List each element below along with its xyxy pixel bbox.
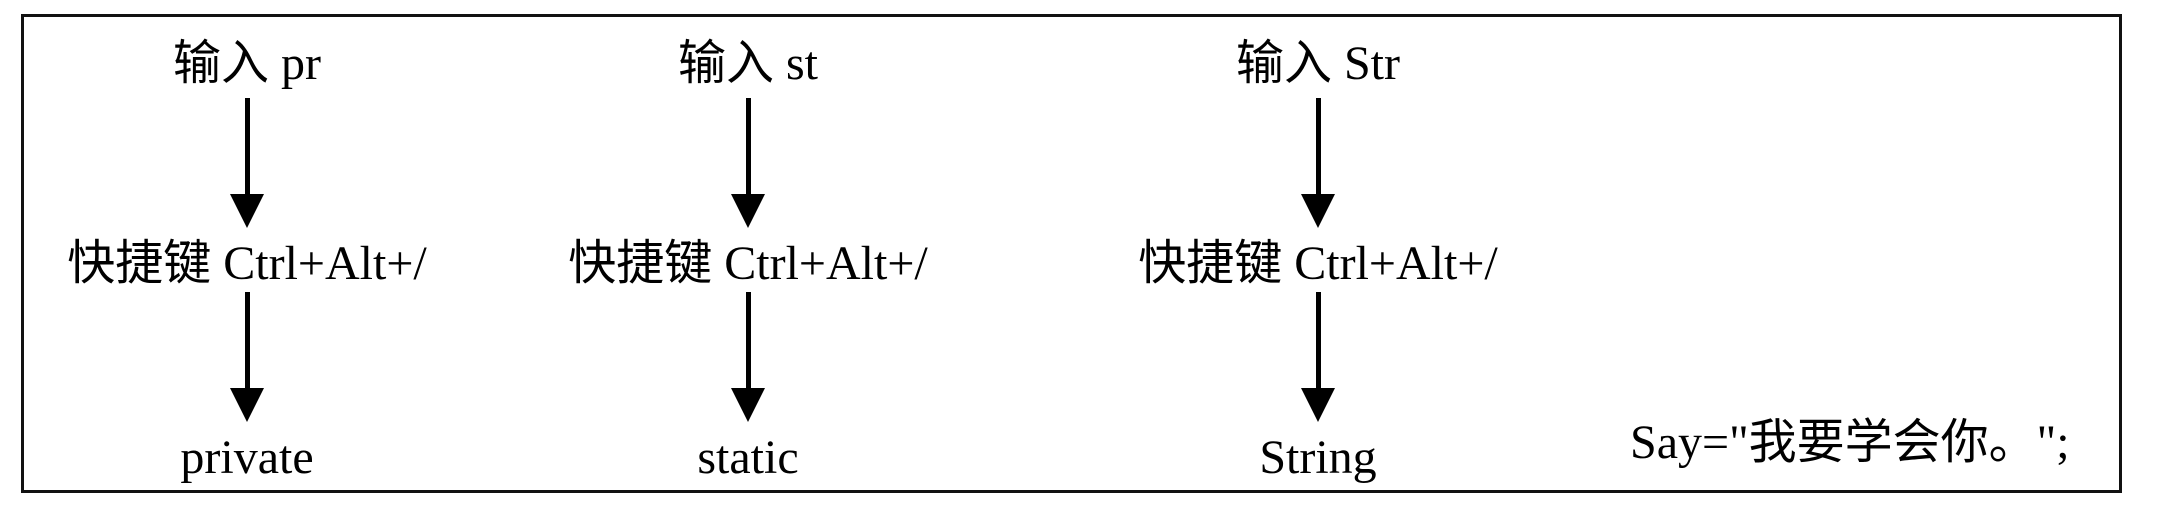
column-1-shortcut: 快捷键 Ctrl+Alt+/ [67, 237, 427, 290]
column-2-input: 输入 st [677, 37, 819, 90]
column-3-result: String [1259, 431, 1377, 484]
column-3-shortcut: 快捷键 Ctrl+Alt+/ [1138, 237, 1498, 290]
column-2-shortcut: 快捷键 Ctrl+Alt+/ [568, 237, 928, 290]
diagram-frame [21, 14, 2122, 493]
column-1-input: 输入 pr [173, 37, 321, 90]
column-1-result: private [180, 431, 314, 484]
column-3-input: 输入 Str [1235, 37, 1401, 90]
column-2-result: static [697, 431, 799, 484]
code-line: Say="我要学会你。"; [1630, 416, 2070, 469]
